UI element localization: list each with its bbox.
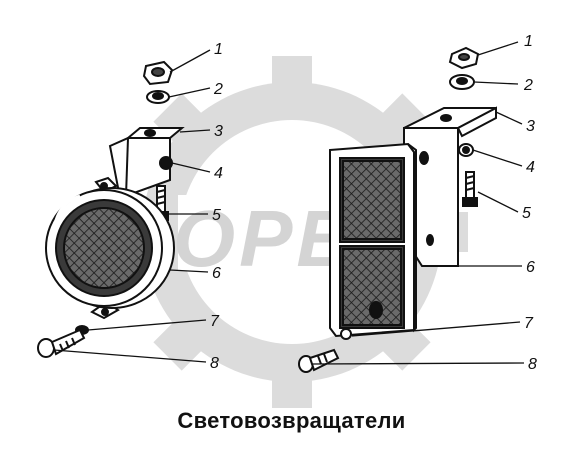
callout-label: 5 <box>522 205 531 222</box>
washer-icon <box>146 90 170 104</box>
callout-label: 4 <box>526 159 535 176</box>
figure-caption: Световозвращатели <box>177 408 406 433</box>
callout-label: 3 <box>214 123 223 140</box>
washer-icon <box>449 74 475 90</box>
nut-icon <box>159 156 173 170</box>
callout-label: 2 <box>523 77 533 94</box>
callout-label: 1 <box>214 41 223 58</box>
callout-label: 8 <box>210 355 219 372</box>
callout-label: 5 <box>212 207 221 224</box>
callout-label: 6 <box>212 265 221 282</box>
callout-label: 4 <box>214 165 223 182</box>
callout-label: 2 <box>213 81 223 98</box>
callout-label: 1 <box>524 33 533 50</box>
bracket-icon <box>403 106 497 267</box>
left-reflector-assembly <box>37 60 185 358</box>
callout-label: 8 <box>528 356 537 373</box>
callout-label: 7 <box>210 313 220 330</box>
callouts-right: 1 2 3 4 5 6 7 8 <box>522 33 537 373</box>
nut-icon <box>448 46 480 70</box>
nut-icon <box>458 143 474 157</box>
callouts-left: 1 2 3 4 5 6 7 8 <box>210 41 223 372</box>
callout-label: 3 <box>526 118 535 135</box>
round-reflector-icon <box>45 176 175 320</box>
callout-label: 7 <box>524 315 534 332</box>
callout-label: 6 <box>526 259 535 276</box>
nut-icon <box>142 60 174 86</box>
right-reflector-assembly <box>298 46 497 373</box>
rectangular-reflector-icon <box>329 142 417 340</box>
screw-icon <box>462 171 478 207</box>
bracket-icon <box>108 127 185 200</box>
screw-icon <box>298 348 340 373</box>
leader-lines <box>53 41 525 365</box>
